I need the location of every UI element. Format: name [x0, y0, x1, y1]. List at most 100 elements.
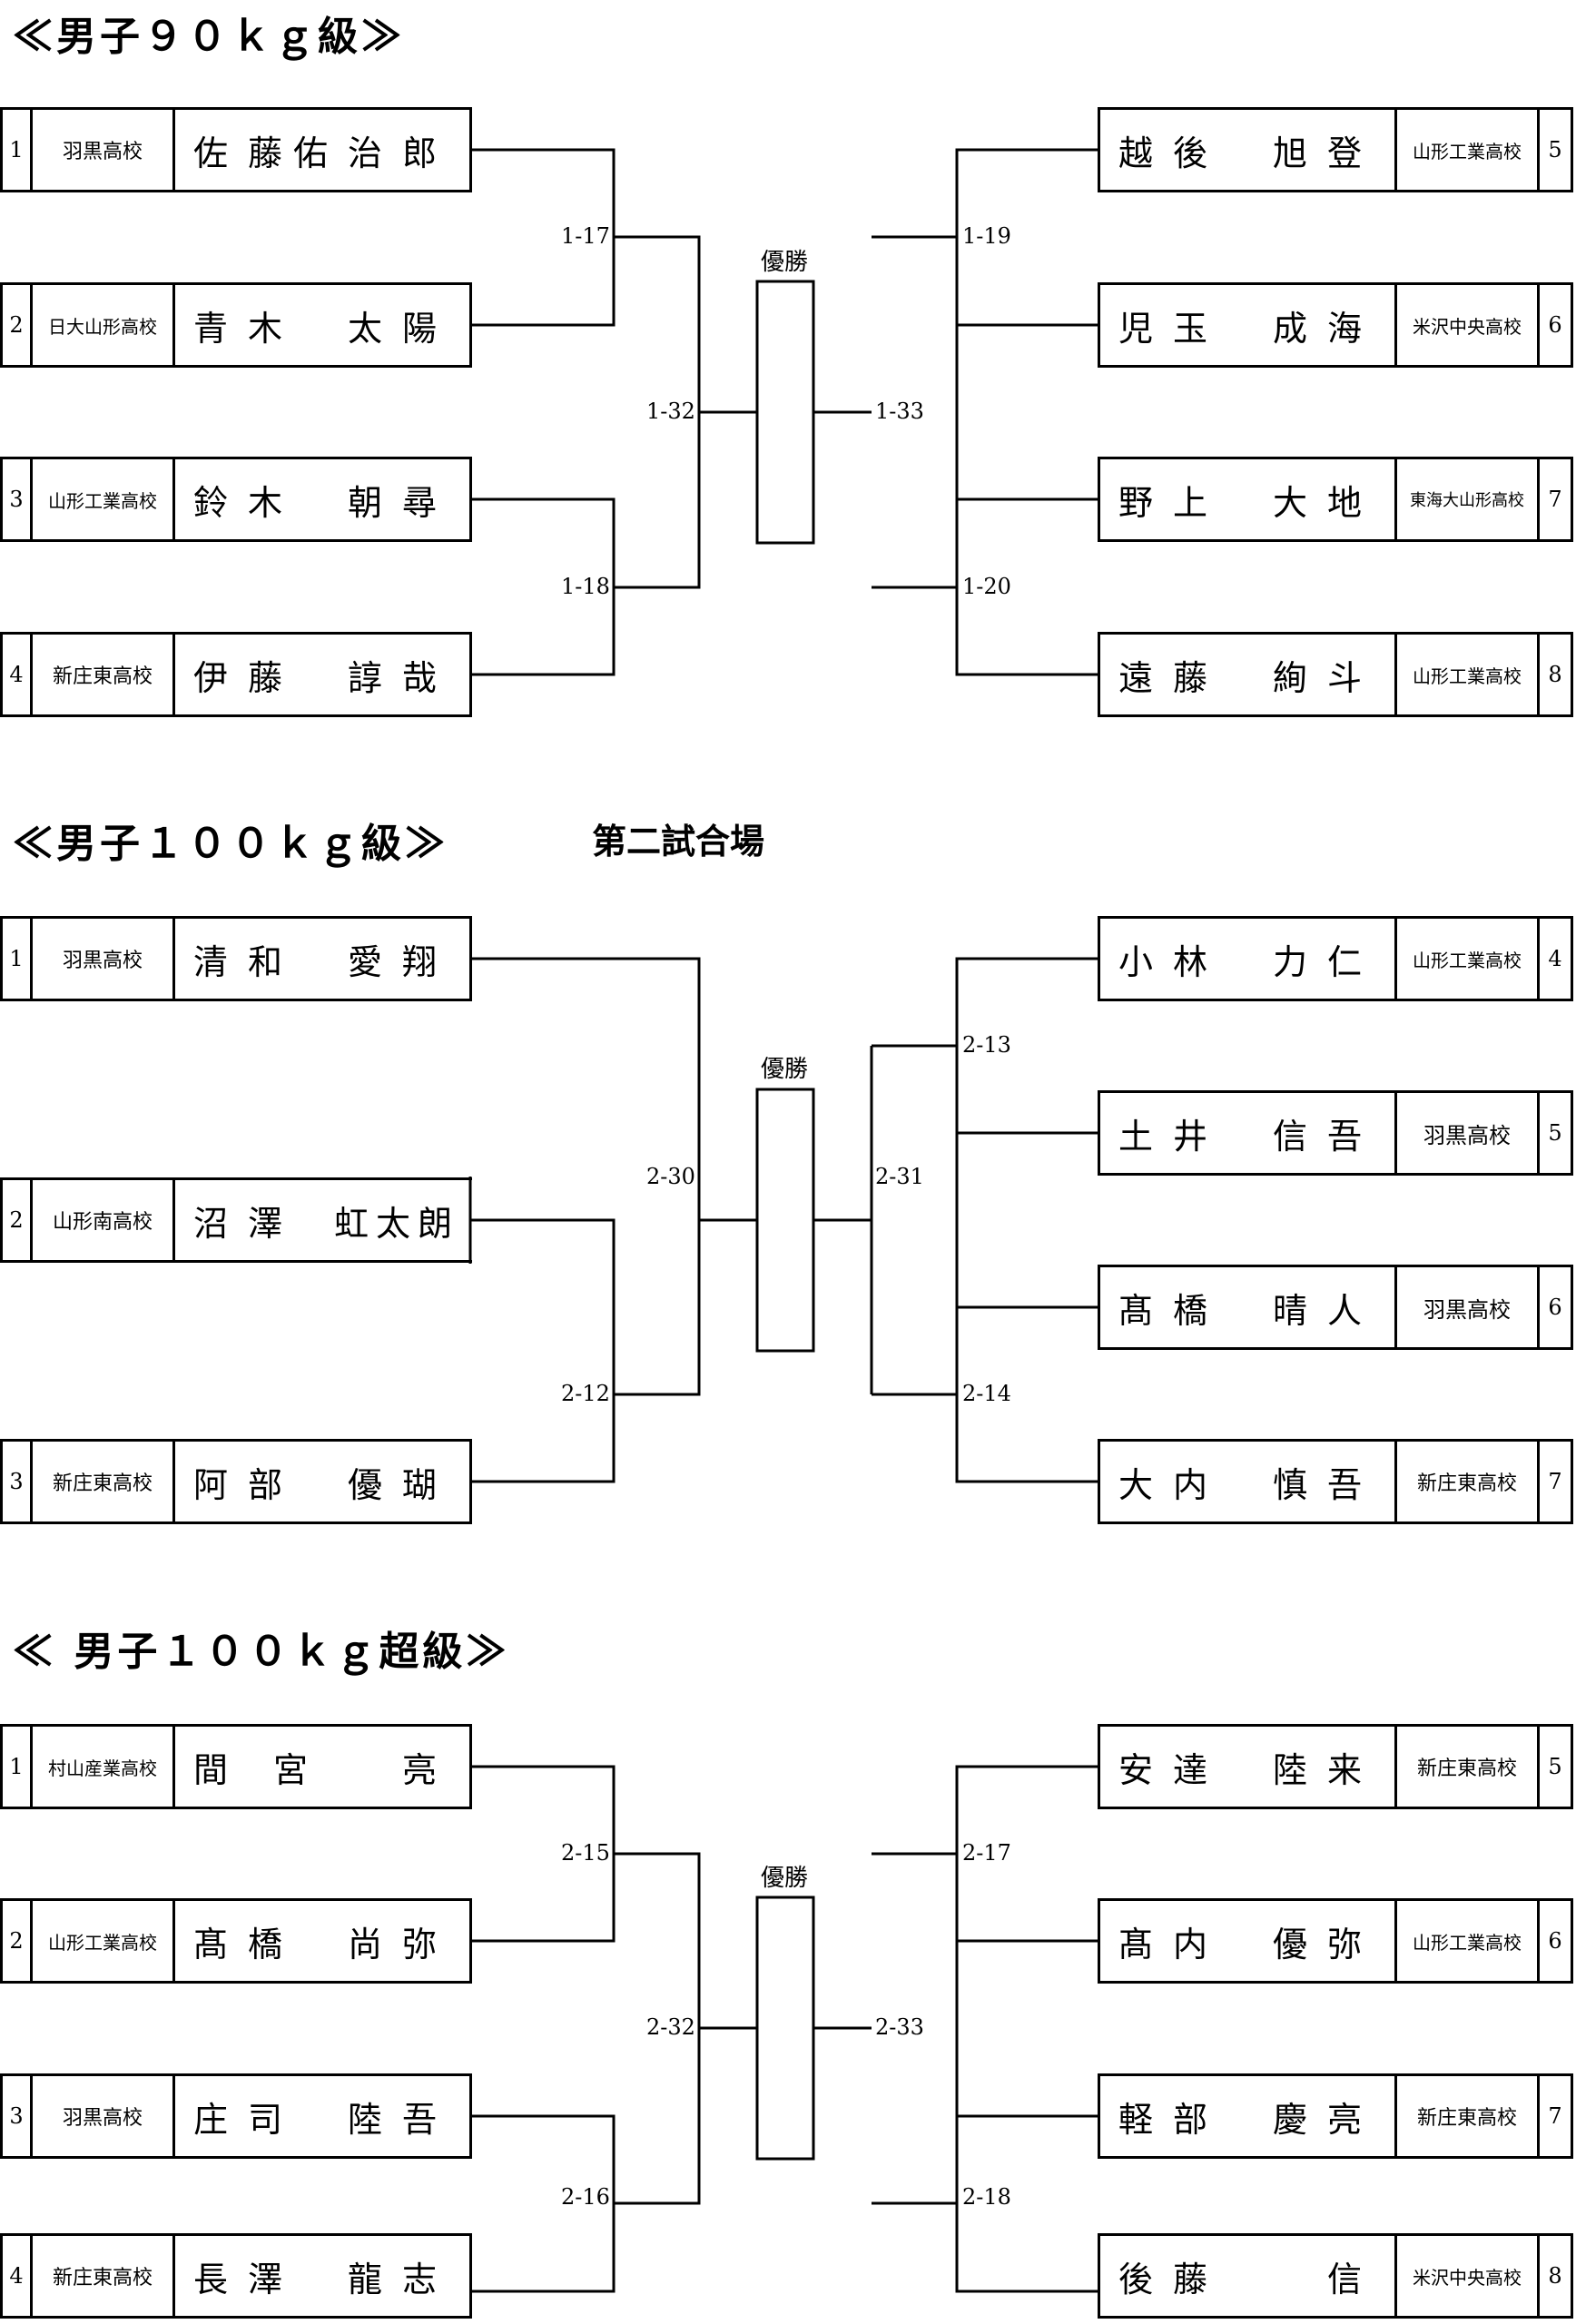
family-name: 小林: [1118, 941, 1228, 982]
venue-label: 第二試合場: [592, 821, 765, 862]
match-number: 1-19: [962, 223, 1011, 249]
seed-number: 7: [1537, 2073, 1573, 2159]
given-name: 朝尋: [347, 482, 457, 523]
school-name: 山形工業高校: [30, 1898, 175, 1984]
seed-number: 4: [0, 2233, 33, 2319]
given-name: 力仁: [1272, 941, 1382, 982]
given-name: 信: [1326, 2259, 1382, 2299]
match-number: 2-32: [646, 2014, 695, 2040]
champion-label: 優勝: [761, 1056, 809, 1083]
champion-label: 優勝: [761, 249, 809, 276]
seed-number: 5: [1537, 107, 1573, 192]
match-number: 2-31: [875, 1164, 924, 1189]
family-name: 清和: [193, 941, 303, 982]
given-name: 佑治郎: [292, 133, 457, 173]
given-name: 晴人: [1272, 1290, 1382, 1331]
section-title: ≪男子１００ｋｇ級≫: [13, 821, 448, 867]
family-name: 野上: [1118, 482, 1228, 523]
school-name: 山形工業高校: [1394, 107, 1540, 192]
athlete-name: 髙橋 晴人: [1098, 1265, 1397, 1350]
section-title: ≪ 男子１００ｋｇ超級≫: [13, 1629, 510, 1675]
seed-number: 7: [1537, 457, 1573, 542]
seed-number: 6: [1537, 1898, 1573, 1984]
given-name: 優弥: [1272, 1924, 1382, 1965]
seed-number: 5: [1537, 1090, 1573, 1176]
family-name: 髙内: [1118, 1924, 1228, 1965]
match-number: 1-17: [561, 223, 610, 249]
seed-number: 6: [1537, 1265, 1573, 1350]
family-name: 庄司: [193, 2099, 303, 2140]
family-name: 土井: [1118, 1116, 1228, 1157]
match-number: 1-18: [561, 574, 610, 599]
seed-number: 2: [0, 1898, 33, 1984]
athlete-name: 髙内 優弥: [1098, 1898, 1397, 1984]
athlete-name: 庄司 陸吾: [172, 2073, 472, 2159]
given-name: 諄哉: [347, 657, 457, 698]
family-name: 大内: [1118, 1464, 1228, 1505]
school-name: 羽黒高校: [30, 2073, 175, 2159]
given-name: 亮: [401, 1749, 457, 1790]
given-name: 虹太朗: [333, 1203, 459, 1244]
school-name: 羽黒高校: [30, 107, 175, 192]
given-name: 信吾: [1272, 1116, 1382, 1157]
school-name: 羽黒高校: [1394, 1090, 1540, 1176]
athlete-name: 後藤 信: [1098, 2233, 1397, 2319]
match-number: 1-33: [875, 399, 924, 424]
given-name: 絢斗: [1272, 657, 1382, 698]
athlete-name: 佐藤 佑治郎: [172, 107, 472, 192]
seed-number: 6: [1537, 282, 1573, 368]
given-name: 大地: [1272, 482, 1382, 523]
family-name: 軽部: [1118, 2099, 1228, 2140]
athlete-name: 阿部 優瑚: [172, 1439, 472, 1524]
section-title: ≪男子９０ｋｇ級≫: [13, 14, 405, 60]
school-name: 村山産業高校: [30, 1724, 175, 1809]
match-number: 2-30: [646, 1164, 695, 1189]
athlete-name: 沼澤 虹太朗: [172, 1177, 472, 1263]
champion-label: 優勝: [761, 1865, 809, 1892]
athlete-name: 長澤 龍志: [172, 2233, 472, 2319]
bracket-lines: [470, 148, 1100, 676]
family-name: 安達: [1118, 1749, 1228, 1790]
match-number: 1-20: [962, 574, 1011, 599]
family-name: 髙橋: [193, 1924, 303, 1965]
given-name: 慶亮: [1272, 2099, 1382, 2140]
seed-number: 8: [1537, 2233, 1573, 2319]
athlete-name: 遠藤 絢斗: [1098, 632, 1397, 717]
family-name: 間宮: [193, 1749, 354, 1790]
athlete-name: 越後 旭登: [1098, 107, 1397, 192]
athlete-name: 軽部 慶亮: [1098, 2073, 1397, 2159]
family-name: 児玉: [1118, 308, 1228, 349]
athlete-name: 清和 愛翔: [172, 916, 472, 1001]
school-name: 新庄東高校: [30, 2233, 175, 2319]
family-name: 阿部: [193, 1464, 303, 1505]
athlete-name: 児玉 成海: [1098, 282, 1397, 368]
given-name: 成海: [1272, 308, 1382, 349]
given-name: 旭登: [1272, 133, 1382, 173]
seed-number: 5: [1537, 1724, 1573, 1809]
match-number: 2-33: [875, 2014, 924, 2040]
athlete-name: 鈴木 朝尋: [172, 457, 472, 542]
match-number: 2-14: [962, 1381, 1011, 1406]
family-name: 長澤: [193, 2259, 303, 2299]
given-name: 太陽: [347, 308, 457, 349]
given-name: 愛翔: [347, 941, 457, 982]
given-name: 陸吾: [347, 2099, 457, 2140]
athlete-name: 髙橋 尚弥: [172, 1898, 472, 1984]
family-name: 遠藤: [1118, 657, 1228, 698]
seed-number: 8: [1537, 632, 1573, 717]
school-name: 新庄東高校: [1394, 2073, 1540, 2159]
seed-number: 3: [0, 2073, 33, 2159]
school-name: 米沢中央高校: [1394, 2233, 1540, 2319]
athlete-name: 伊藤 諄哉: [172, 632, 472, 717]
given-name: 尚弥: [347, 1924, 457, 1965]
athlete-name: 小林 力仁: [1098, 916, 1397, 1001]
family-name: 佐藤: [193, 133, 303, 173]
match-number: 2-16: [561, 2184, 610, 2210]
seed-number: 7: [1537, 1439, 1573, 1524]
given-name: 優瑚: [347, 1464, 457, 1505]
match-number: 2-15: [561, 1840, 610, 1866]
family-name: 後藤: [1118, 2259, 1228, 2299]
family-name: 鈴木: [193, 482, 303, 523]
athlete-name: 間宮 亮: [172, 1724, 472, 1809]
